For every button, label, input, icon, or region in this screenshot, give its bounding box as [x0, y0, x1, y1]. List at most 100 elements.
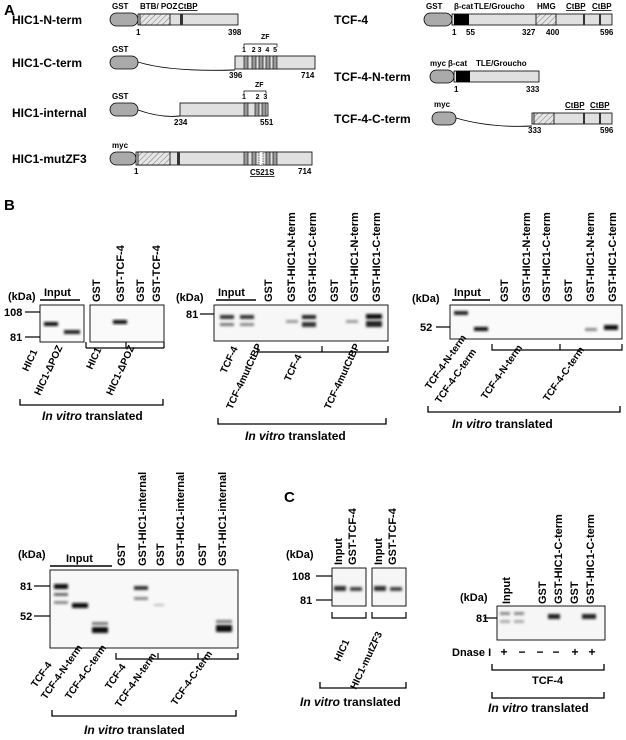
dnase-sign: +: [500, 645, 507, 659]
gst-tag: [109, 55, 139, 70]
deletion-line: [137, 61, 236, 71]
kda-label: (kDa): [412, 293, 440, 305]
blot-hic1-gst-tcf4: (kDa) Input GST GST-TCF-4 GST GST-TCF-4 …: [4, 244, 165, 423]
kda-label: (kDa): [286, 549, 314, 561]
construct-name: HIC1-mutZF3: [12, 152, 87, 166]
construct-hic1-mutzf3: HIC1-mutZF3 myc 1 C521S 714: [12, 141, 313, 177]
beta-cat-label: β-cat: [448, 59, 467, 68]
mw-marker: 52: [20, 611, 32, 623]
deletion-line: [137, 109, 181, 117]
lane-label: GST: [135, 279, 147, 302]
construct-tcf4: TCF-4 GST β-cat TLE/Groucho HMG CtBP CtB…: [334, 2, 614, 37]
band: [113, 320, 127, 324]
bands: [454, 311, 618, 331]
dnase-sign: −: [552, 645, 559, 659]
lane-label: GST-HIC1-N-term: [349, 212, 361, 302]
ctbp-label: CtBP: [590, 101, 610, 110]
invitro-caption: In vitro translated: [42, 409, 143, 423]
input-label: Input: [218, 287, 245, 299]
gst-label: GST: [112, 92, 129, 101]
lane-label: GST-HIC1-C-term: [553, 514, 565, 604]
start-residue: 1: [134, 167, 139, 176]
beta-catenin-domain: [454, 14, 469, 25]
bands: [220, 314, 382, 327]
group-bracket: [51, 710, 237, 717]
construct-name: HIC1-N-term: [12, 13, 82, 27]
zinc-fingers: [243, 102, 267, 117]
lane-label: GST-HIC1-C-term: [307, 212, 319, 302]
mw-marker: 52: [420, 322, 432, 334]
construct-name: HIC1-C-term: [12, 56, 82, 70]
beta-cat-label: β-cat: [454, 2, 473, 11]
bottom-label: TCF-4-C-term: [541, 345, 587, 404]
group-bracket: [319, 682, 407, 689]
hmg-domain: [535, 13, 557, 26]
lane-label: GST-HIC1-internal: [137, 472, 149, 566]
lane-label: Input: [373, 538, 385, 565]
lane-label: GST: [116, 543, 128, 566]
construct-hic1-n-term: HIC1-N-term GST BTB/ POZ CtBP 1 398: [12, 2, 242, 37]
bottom-label: HIC1: [21, 348, 41, 374]
ctbp-site: [599, 14, 601, 25]
tle-label: TLE/Groucho: [474, 2, 525, 11]
lane-label: Input: [333, 538, 345, 565]
myc-label: myc: [430, 59, 447, 68]
blot-hic1-mutzf3: (kDa) Input GST-TCF-4 Input GST-TCF-4 10…: [286, 507, 407, 709]
input-label: Input: [454, 287, 481, 299]
start-residue: 1: [136, 28, 141, 37]
lane-label: GST-HIC1-N-term: [286, 212, 298, 302]
kda-label: (kDa): [8, 291, 36, 303]
lane-label: GST-HIC1-internal: [217, 472, 229, 566]
residue-55: 55: [466, 28, 475, 37]
construct-name: HIC1-internal: [12, 106, 87, 120]
myc-tag: [431, 111, 457, 126]
blot-membrane: [39, 304, 85, 343]
lane-bracket: [491, 344, 623, 351]
mw-marker: 81: [186, 309, 198, 321]
residue-400: 400: [546, 28, 560, 37]
blot-membrane: [49, 569, 239, 649]
panel-label-c: C: [284, 489, 295, 506]
lane-bracket: [85, 342, 165, 349]
lane-bracket: [331, 612, 407, 619]
bottom-label: TCF-4: [532, 675, 564, 687]
kda-label: (kDa): [176, 292, 204, 304]
input-label: Input: [66, 553, 93, 565]
ctbp-site: [583, 113, 585, 124]
gst-label: GST: [112, 45, 129, 54]
blot-hic1-internal: (kDa) Input GST GST-HIC1-internal GST GS…: [18, 472, 239, 737]
start-residue: 234: [174, 118, 188, 127]
blot-tcf4-mutctbp: (kDa) Input GST GST-HIC1-N-term GST-HIC1…: [176, 212, 389, 443]
lane-label: GST: [263, 279, 275, 302]
lane-label: GST-TCF-4: [115, 244, 127, 302]
lane-label: GST-TCF-4: [387, 507, 399, 565]
lane-bracket: [257, 346, 389, 353]
lane-label: GST: [91, 279, 103, 302]
input-label: Input: [44, 287, 71, 299]
bands: [500, 612, 596, 623]
invitro-caption: In vitro translated: [84, 723, 185, 737]
protein-bar: [137, 13, 239, 26]
gst-tag: [109, 12, 139, 27]
mutation-label: C521S: [250, 168, 275, 177]
lane-bracket: [115, 653, 239, 660]
lane-label: GST: [197, 543, 209, 566]
bottom-label: TCF-4-C-term: [169, 649, 215, 708]
band: [44, 322, 58, 326]
construct-hic1-internal: HIC1-internal GST ZF 1 2 3 234 551: [12, 82, 274, 127]
mw-marker: 108: [4, 307, 22, 319]
end-residue: 398: [228, 28, 242, 37]
end-residue: 714: [298, 167, 312, 176]
lane-label: GST-HIC1-C-term: [607, 212, 619, 302]
gst-label: GST: [112, 2, 129, 11]
ctbp-site: [599, 113, 601, 124]
mw-marker: 108: [292, 571, 310, 583]
lane-label: GST-TCF-4: [151, 244, 163, 302]
bottom-label: TCF-4: [219, 345, 241, 376]
bottom-label: HIC1-mutZF3: [349, 630, 385, 691]
lane-label: GST: [499, 279, 511, 302]
lane-label: GST-TCF-4: [347, 507, 359, 565]
panel-label-b: B: [4, 197, 15, 214]
tle-label: TLE/Groucho: [476, 59, 527, 68]
